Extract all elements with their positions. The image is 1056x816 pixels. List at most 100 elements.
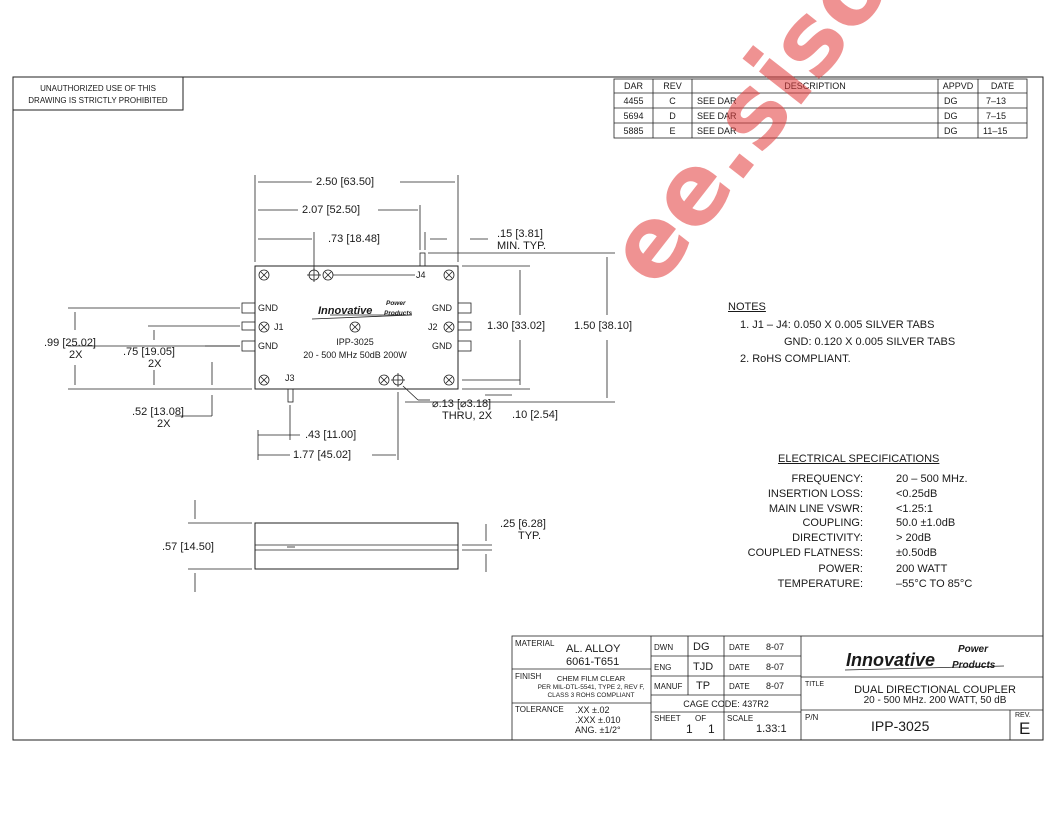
title-label: TITLE — [805, 681, 825, 688]
dim-hole-diameter: ⌀.13 [⌀3.18] — [432, 398, 492, 410]
dim-hole-diameter-note: THRU, 2X — [442, 410, 493, 422]
part-logo-products: Products — [384, 310, 413, 317]
table-cell: DG — [944, 111, 958, 121]
dim-gnd-span: .99 [25.02] — [44, 337, 96, 349]
material-label: MATERIAL — [515, 639, 555, 648]
table-cell: 5885 — [623, 126, 644, 136]
title-line-2: 20 - 500 MHz. 200 WATT, 50 dB — [863, 695, 1007, 706]
spec-label: POWER: — [818, 563, 863, 575]
label-gnd-left-bottom: GND — [258, 341, 278, 351]
spec-value: 50.0 ±1.0dB — [896, 517, 956, 529]
notes-line-3: 2. RoHS COMPLIANT. — [740, 353, 851, 365]
of-label: OF — [695, 714, 707, 723]
notes-line-1: 1. J1 – J4: 0.050 X 0.005 SILVER TABS — [740, 319, 935, 331]
rev-header-dar: DAR — [623, 81, 643, 91]
table-cell: C — [669, 96, 676, 106]
table-cell: DG — [944, 126, 958, 136]
notes-title: NOTES — [728, 301, 766, 313]
title-line-1: DUAL DIRECTIONAL COUPLER — [854, 684, 1016, 696]
part-logo-power: Power — [386, 300, 406, 307]
eng-value: TJD — [693, 661, 714, 673]
company-logo-products: Products — [952, 660, 996, 671]
sheet-label: SHEET — [654, 714, 681, 723]
table-cell: DG — [944, 96, 958, 106]
material-value-1: AL. ALLOY — [566, 643, 621, 655]
date-value-1: 8-07 — [766, 642, 785, 652]
dim-tab-length: .15 [3.81] — [497, 228, 543, 240]
warning-line-1: UNAUTHORIZED USE OF THIS — [40, 84, 156, 93]
spec-label: MAIN LINE VSWR: — [768, 503, 863, 515]
scale-value: 1.33:1 — [756, 723, 787, 735]
title-block-grid — [511, 635, 1044, 741]
dim-j3-offset-qty: 2X — [157, 418, 171, 430]
warning-line-2: DRAWING IS STRICTLY PROHIBITED — [28, 96, 168, 105]
table-cell: 11–15 — [983, 126, 1008, 136]
manuf-label: MANUF — [654, 682, 683, 691]
dim-rail: .25 [6.28] — [500, 518, 546, 530]
spec-value: 200 WATT — [896, 563, 948, 575]
rev-header-appvd: APPVD — [942, 81, 974, 91]
table-cell: 4455 — [623, 96, 644, 106]
part-description-label: 20 - 500 MHz 50dB 200W — [303, 350, 407, 360]
part-logo-word: Innovative — [318, 305, 373, 317]
date-label-2: DATE — [729, 663, 750, 672]
finish-line-3: CLASS 3 ROHS COMPLIANT — [547, 692, 635, 699]
label-j3: J3 — [285, 373, 295, 383]
spec-value: <0.25dB — [896, 488, 938, 500]
dim-hole2-position: 1.77 [45.02] — [293, 449, 352, 461]
coupler-top-view — [241, 252, 472, 403]
dwn-value: DG — [693, 641, 710, 653]
company-logo-word: Innovative — [846, 650, 936, 670]
dim-gnd-span-qty: 2X — [69, 349, 83, 361]
eng-label: ENG — [654, 663, 672, 672]
dim-body-height: 1.30 [33.02] — [487, 320, 546, 332]
dwn-label: DWN — [654, 643, 674, 652]
finish-label: FINISH — [515, 672, 542, 681]
spec-value: <1.25:1 — [896, 503, 934, 515]
spec-value: > 20dB — [896, 532, 932, 544]
rev-header-rev: REV — [663, 81, 682, 91]
scale-label: SCALE — [727, 714, 754, 723]
label-gnd-right-top: GND — [432, 303, 452, 313]
manuf-value: TP — [696, 680, 711, 692]
label-gnd-right-bottom: GND — [432, 341, 452, 351]
label-j4: J4 — [416, 270, 426, 280]
table-cell: D — [669, 111, 676, 121]
table-cell: E — [669, 126, 676, 136]
date-value-3: 8-07 — [766, 681, 785, 691]
tolerance-xxx: .XXX ±.010 — [575, 715, 621, 725]
dim-j-span: .75 [19.05] — [123, 346, 175, 358]
spec-label: INSERTION LOSS: — [767, 488, 863, 500]
top-dimension-lines — [68, 175, 615, 460]
table-cell: SEE DAR — [697, 111, 737, 121]
specs-title: ELECTRICAL SPECIFICATIONS — [778, 453, 940, 465]
spec-label: COUPLED FLATNESS: — [747, 547, 863, 559]
rev-value: E — [1019, 719, 1031, 738]
part-number-label: IPP-3025 — [336, 337, 374, 347]
table-cell: 5694 — [623, 111, 644, 121]
dim-thickness: .57 [14.50] — [162, 541, 214, 553]
label-j2: J2 — [428, 322, 438, 332]
spec-label: DIRECTIVITY: — [792, 532, 863, 544]
date-label-3: DATE — [729, 682, 750, 691]
sheet-total: 1 — [708, 722, 715, 736]
dim-hole-position: .73 [18.48] — [328, 233, 380, 245]
date-value-2: 8-07 — [766, 662, 785, 672]
sheet-number: 1 — [686, 722, 693, 736]
pn-label: P/N — [805, 713, 819, 722]
cage-code: CAGE CODE: 437R2 — [683, 699, 769, 709]
dim-j3-offset: .52 [13.08] — [132, 406, 184, 418]
spec-value: 20 – 500 MHz. — [896, 473, 968, 485]
dim-width-overall: 2.50 [63.50] — [316, 176, 375, 188]
table-cell: SEE DAR — [697, 126, 737, 136]
rev-header-date: DATE — [990, 81, 1015, 91]
company-logo-power: Power — [958, 644, 989, 655]
finish-line-2: PER MIL-DTL-5541, TYPE 2, REV F, — [537, 684, 645, 691]
tolerance-xx: .XX ±.02 — [575, 705, 610, 715]
table-cell: 7–13 — [986, 96, 1007, 106]
rev-label: REV. — [1015, 712, 1031, 719]
table-cell: 7–15 — [986, 111, 1007, 121]
coupler-side-view — [188, 500, 492, 592]
dim-hole-inset: .10 [2.54] — [512, 409, 558, 421]
tolerance-label: TOLERANCE — [515, 705, 564, 714]
